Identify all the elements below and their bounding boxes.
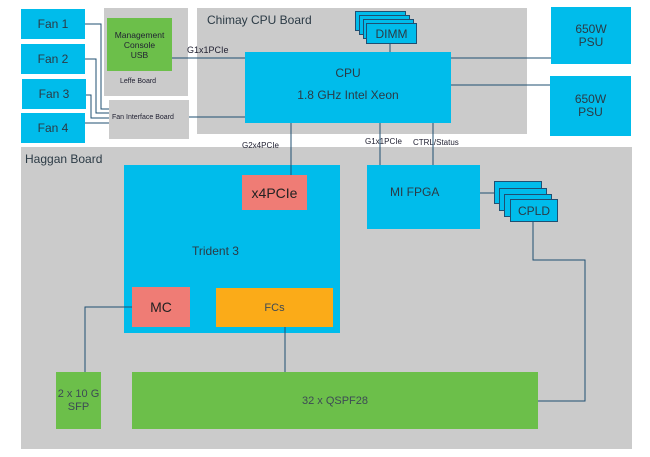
sfp-line-1: 2 x 10 G — [57, 387, 100, 400]
mi-fpga-label: MI FPGA — [390, 185, 440, 199]
dimm: DIMM — [366, 23, 417, 44]
mi-fpga — [367, 165, 480, 229]
psu-1-line-1: 650W — [575, 21, 607, 36]
cpld: CPLD — [510, 199, 558, 222]
qsfp28-32x: 32 x QSPF28 — [132, 372, 538, 429]
cpu: CPU 1.8 GHz Intel Xeon — [245, 52, 451, 123]
fan-interface-board — [109, 100, 189, 139]
haggan-board-label: Haggan Board — [25, 152, 103, 166]
link-label-g2x4pcie: G2x4PCIe — [242, 141, 279, 150]
fan-interface-board-label: Fan Interface Board — [112, 114, 174, 121]
management-console-usb: Management Console USB — [107, 18, 172, 71]
psu-1-line-2: PSU — [578, 34, 604, 49]
fan-1: Fan 1 — [21, 9, 85, 39]
chimay-cpu-board-label: Chimay CPU Board — [207, 13, 312, 27]
mgmt-line-1: Management — [114, 29, 165, 40]
wire-fan3 — [86, 94, 109, 119]
mgmt-line-3: USB — [130, 49, 149, 60]
fan-2: Fan 2 — [21, 44, 85, 74]
cpu-title: CPU — [335, 66, 361, 80]
fan-4: Fan 4 — [21, 113, 85, 143]
psu-2: 650W PSU — [550, 76, 631, 136]
sfp-line-2: SFP — [67, 400, 90, 413]
psu-2-line-1: 650W — [574, 92, 607, 106]
cpu-subtitle: 1.8 GHz Intel Xeon — [297, 88, 399, 102]
leffe-board-label: Leffe Board — [120, 78, 157, 85]
x4pcie-block: x4PCIe — [242, 175, 307, 210]
mgmt-line-2: Console — [123, 39, 156, 50]
link-label-ctrl-status: CTRL/Status — [413, 138, 459, 147]
sfp-2x10g: 2 x 10 G SFP — [56, 372, 101, 429]
trident-3-label: Trident 3 — [192, 244, 239, 258]
psu-2-line-2: PSU — [578, 105, 603, 119]
link-label-g1x1pcie-mgmt: G1x1PCIe — [187, 45, 229, 55]
link-label-g1x1pcie-fpga: G1x1PCIe — [365, 137, 402, 146]
fan-3: Fan 3 — [22, 79, 86, 109]
mc-block: MC — [132, 287, 190, 327]
fcs-block: FCs — [216, 288, 333, 327]
psu-1: 650W PSU — [551, 7, 631, 64]
